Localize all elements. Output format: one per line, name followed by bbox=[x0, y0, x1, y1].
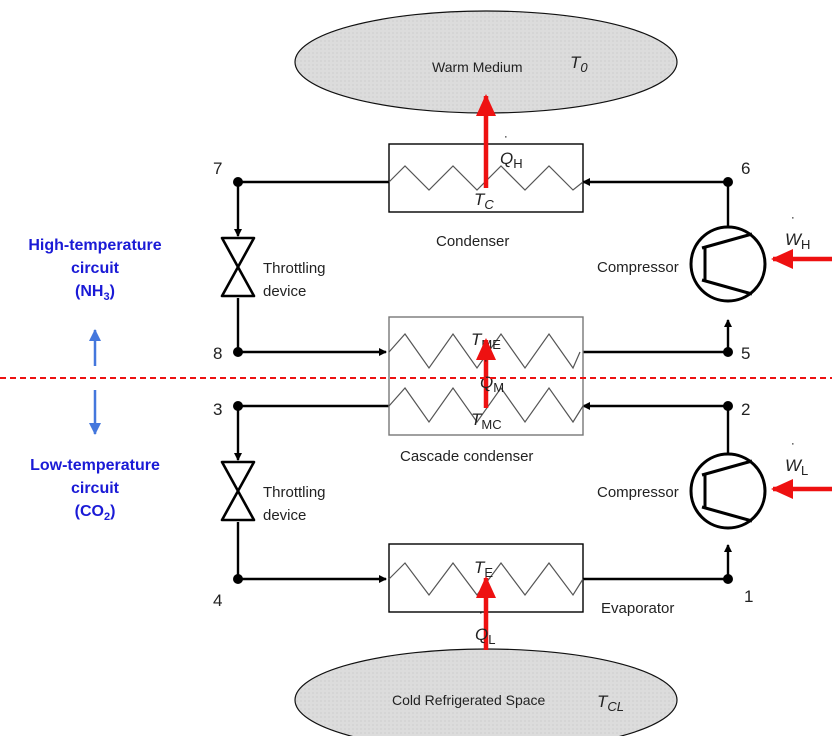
evaporator: TE Evaporator bbox=[388, 543, 674, 617]
throttle-high: Throttling device bbox=[220, 236, 326, 300]
compressor-low: Compressor bbox=[597, 452, 767, 530]
heat-arrows bbox=[476, 94, 832, 650]
warm-medium: Warm Medium T0 bbox=[294, 10, 678, 114]
compressor-high-label: Compressor bbox=[597, 259, 679, 276]
work-low-label: WL bbox=[785, 456, 808, 478]
throttle-high-line1: Throttling bbox=[263, 260, 326, 277]
heat-cascade-dot: ˙ bbox=[484, 358, 489, 375]
state-2: 2 bbox=[741, 400, 750, 419]
work-high-label: WH bbox=[785, 230, 810, 252]
state-4: 4 bbox=[213, 591, 222, 610]
low-circuit-line1: Low-temperature bbox=[30, 457, 160, 474]
compressor-high: Compressor bbox=[597, 225, 767, 303]
work-low-dot: ˙ bbox=[791, 441, 796, 458]
state-5: 5 bbox=[741, 344, 750, 363]
evaporator-label: Evaporator bbox=[601, 600, 674, 617]
high-circuit-label: High-temperature circuit (NH3) bbox=[28, 237, 161, 303]
state-7: 7 bbox=[213, 159, 222, 178]
low-circuit-line3: (CO2) bbox=[75, 503, 116, 523]
heat-low-label: QL bbox=[475, 625, 495, 647]
cold-space-temp: TCL bbox=[597, 692, 624, 714]
condenser-label: Condenser bbox=[436, 233, 509, 250]
heat-high-dot: ˙ bbox=[504, 134, 509, 151]
cascade-temp-bottom: TMC bbox=[471, 410, 502, 432]
state-point-labels: 1 2 3 4 5 6 7 8 bbox=[213, 159, 753, 610]
heat-high-label: QH bbox=[500, 149, 523, 171]
high-circuit-line3: (NH3) bbox=[75, 283, 115, 303]
state-6: 6 bbox=[741, 159, 750, 178]
throttle-high-line2: device bbox=[263, 283, 306, 300]
warm-medium-label: Warm Medium bbox=[432, 59, 523, 75]
condenser-temp: TC bbox=[474, 190, 494, 212]
evaporator-temp: TE bbox=[474, 558, 493, 580]
throttle-low-line1: Throttling bbox=[263, 484, 326, 501]
warm-medium-temp: T0 bbox=[570, 53, 588, 75]
high-circuit-line1: High-temperature bbox=[28, 237, 161, 254]
compressor-low-label: Compressor bbox=[597, 484, 679, 501]
state-1: 1 bbox=[744, 587, 753, 606]
state-8: 8 bbox=[213, 344, 222, 363]
throttle-low-line2: device bbox=[263, 507, 306, 524]
high-circuit-line2: circuit bbox=[71, 260, 120, 277]
low-circuit-line2: circuit bbox=[71, 480, 120, 497]
cascade-label: Cascade condenser bbox=[400, 448, 533, 465]
work-high-dot: ˙ bbox=[791, 215, 796, 232]
cold-space-label: Cold Refrigerated Space bbox=[392, 692, 546, 708]
state-point-dots bbox=[233, 177, 733, 584]
state-3: 3 bbox=[213, 400, 222, 419]
cold-refrigerated-space: Cold Refrigerated Space TCL bbox=[294, 648, 678, 736]
heat-low-dot: ˙ bbox=[479, 610, 484, 627]
throttle-low: Throttling device bbox=[220, 460, 326, 524]
low-circuit-label: Low-temperature circuit (CO2) bbox=[30, 457, 160, 523]
